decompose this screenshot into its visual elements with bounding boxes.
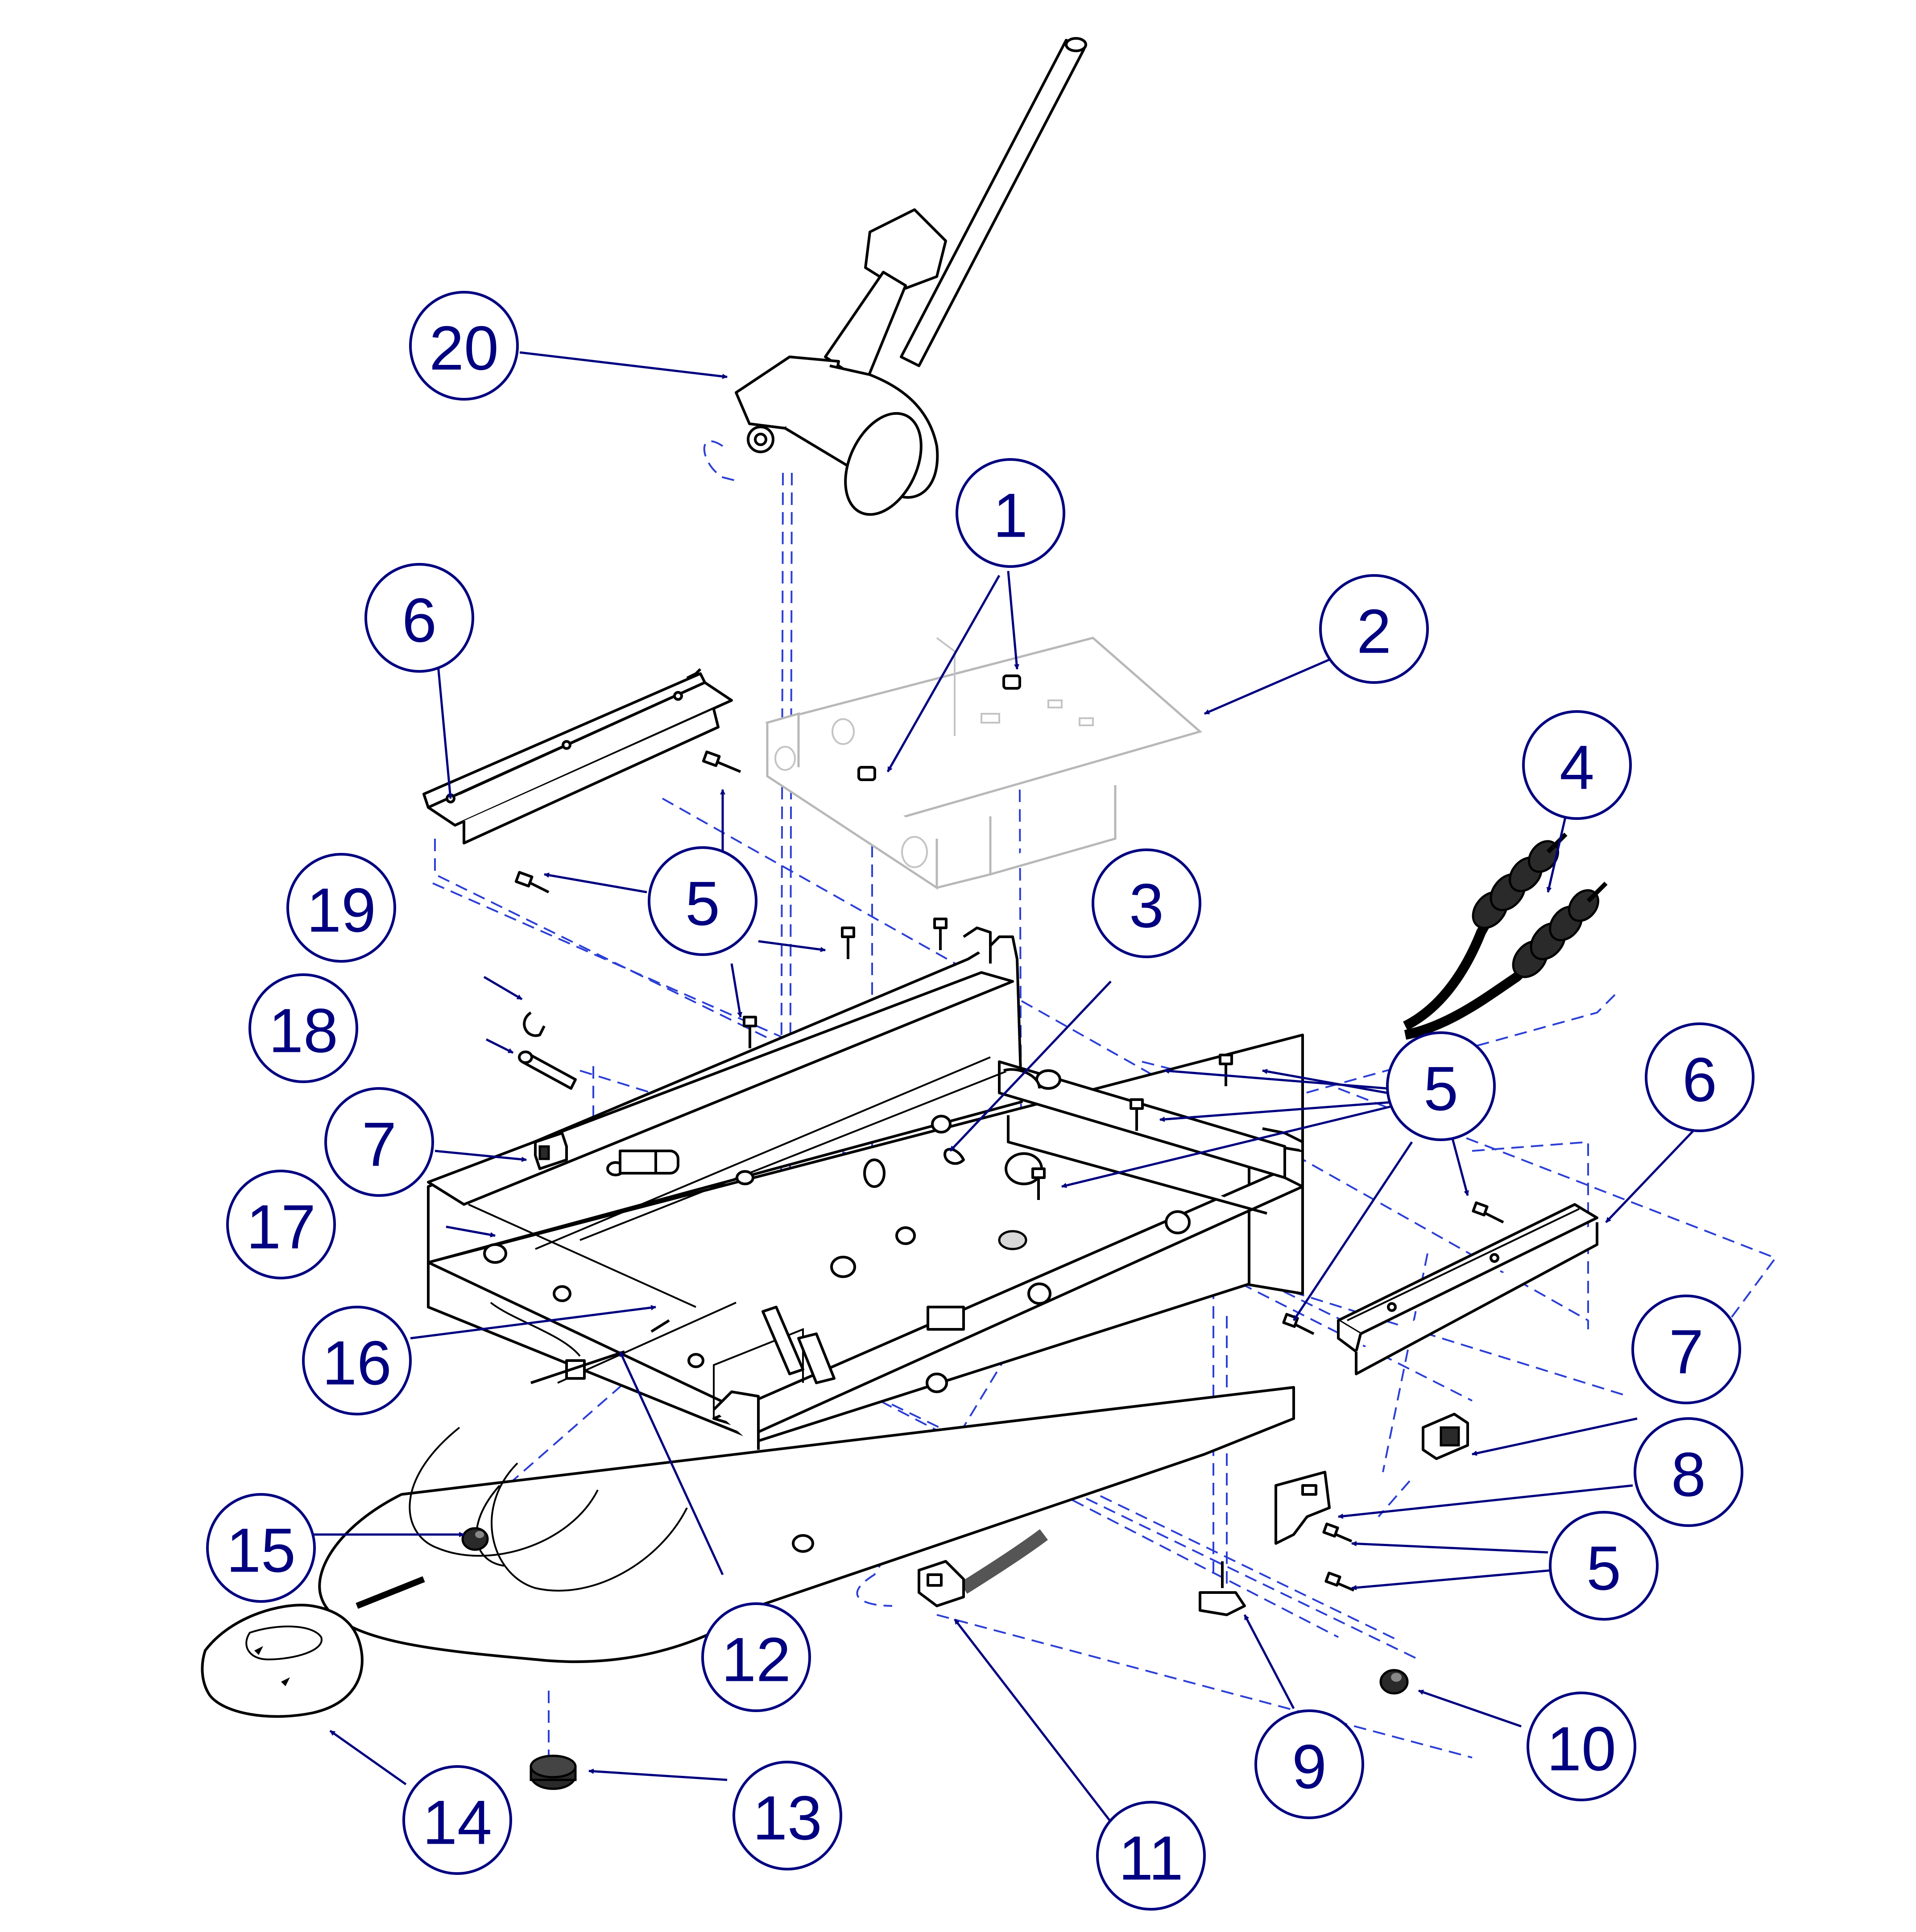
screws [514, 750, 1504, 1592]
svg-text:4: 4 [1560, 732, 1594, 803]
rubber-foot [530, 1754, 577, 1790]
svg-text:19: 19 [306, 875, 376, 945]
svg-text:17: 17 [246, 1192, 316, 1262]
callout-3: 3 [1092, 848, 1201, 958]
callout-15: 15 [206, 1493, 316, 1603]
callout-2: 2 [1319, 574, 1429, 684]
leader-arrows [312, 351, 1701, 1834]
mounting-bracket [1275, 1471, 1331, 1545]
callout-5-bottom: 5 [1549, 1511, 1659, 1621]
svg-text:1: 1 [993, 480, 1028, 550]
svg-text:5: 5 [1424, 1054, 1458, 1124]
svg-text:13: 13 [753, 1783, 822, 1853]
callout-9: 9 [1254, 1709, 1364, 1819]
leveling-foot [1199, 1561, 1246, 1616]
callout-14: 14 [402, 1765, 512, 1875]
callout-7-left: 7 [324, 1087, 434, 1197]
callout-16: 16 [302, 1306, 412, 1415]
hand-control-pendant [201, 1576, 425, 1718]
callout-12: 12 [701, 1602, 811, 1712]
switch-right [1422, 1413, 1469, 1460]
callout-4: 4 [1522, 710, 1632, 820]
callout-8: 8 [1634, 1417, 1743, 1527]
linear-actuator [735, 37, 1087, 516]
callout-1: 1 [956, 458, 1065, 568]
callout-20: 20 [409, 291, 519, 401]
svg-text:20: 20 [429, 313, 499, 383]
svg-text:2: 2 [1357, 596, 1391, 666]
svg-text:5: 5 [1586, 1533, 1621, 1603]
base-frame [318, 927, 1304, 1663]
callout-7-right: 7 [1631, 1295, 1741, 1404]
callout-10: 10 [1527, 1692, 1636, 1801]
svg-text:18: 18 [269, 996, 338, 1066]
grommet [1379, 1669, 1409, 1695]
svg-text:6: 6 [402, 585, 437, 655]
svg-text:5: 5 [685, 869, 720, 939]
callout-6-right: 6 [1645, 1022, 1755, 1132]
svg-text:9: 9 [1292, 1732, 1327, 1802]
svg-text:12: 12 [721, 1625, 791, 1695]
callout-5-right: 5 [1386, 1031, 1496, 1141]
power-cables [1403, 832, 1608, 1040]
callout-18: 18 [248, 973, 358, 1083]
svg-text:14: 14 [422, 1787, 492, 1858]
svg-text:10: 10 [1547, 1714, 1616, 1784]
callout-13: 13 [732, 1761, 842, 1870]
callout-17: 17 [226, 1170, 336, 1279]
callout-6-left: 6 [364, 563, 474, 673]
svg-text:6: 6 [1682, 1045, 1717, 1115]
svg-text:7: 7 [1669, 1317, 1704, 1387]
svg-text:16: 16 [322, 1328, 392, 1398]
clip-and-pin [518, 1011, 577, 1090]
svg-text:7: 7 [362, 1109, 397, 1179]
rail-bracket-right [1337, 1203, 1598, 1375]
svg-text:8: 8 [1671, 1440, 1706, 1510]
strain-relief-bushing [461, 1527, 489, 1551]
cable-connector [918, 1529, 1048, 1607]
callout-19: 19 [286, 853, 396, 963]
callout-5-top: 5 [648, 846, 757, 956]
switch-left [534, 1132, 568, 1170]
rail-bracket-left [422, 668, 733, 844]
callout-11: 11 [1096, 1801, 1206, 1911]
svg-text:11: 11 [1118, 1823, 1183, 1893]
svg-text:15: 15 [226, 1515, 296, 1585]
svg-text:3: 3 [1129, 871, 1164, 941]
nuts [857, 674, 1021, 781]
